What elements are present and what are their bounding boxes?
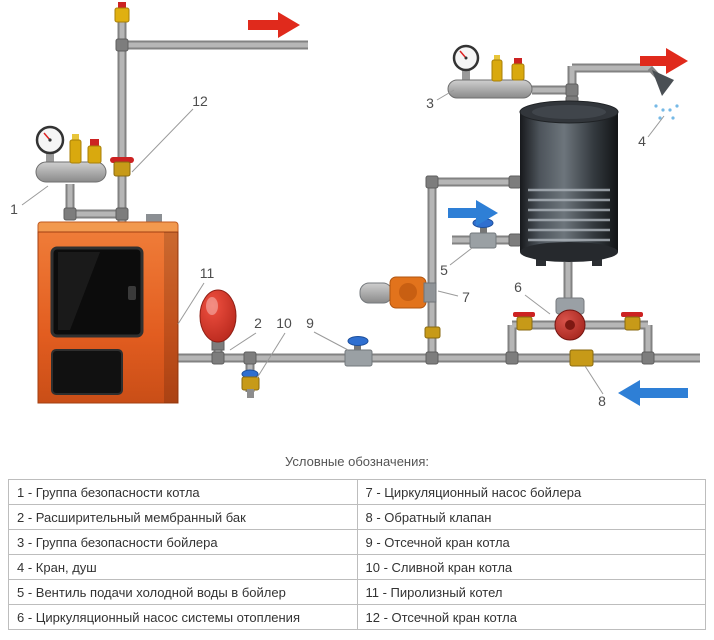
diagram-label-11: 11	[177, 265, 215, 325]
legend-row: 1 - Группа безопасности котла 7 - Циркул…	[8, 479, 706, 505]
svg-text:5: 5	[440, 262, 448, 278]
cold-water-in-arrow	[448, 200, 498, 226]
legend-cell: 11 - Пиролизный котел	[356, 579, 706, 605]
diagram-label-2: 2	[229, 315, 262, 351]
legend-row: 6 - Циркуляционный насос системы отоплен…	[8, 604, 706, 630]
boiler-shutoff-valve-9	[344, 336, 373, 367]
pyrolysis-boiler	[37, 214, 179, 404]
diagram-label-1: 1	[10, 185, 49, 217]
boiler-shutoff-valve-12	[110, 157, 134, 177]
riser-relief-valve-icon	[114, 2, 130, 23]
cold-water-valve-5	[469, 218, 497, 249]
legend-cell: 3 - Группа безопасности бойлера	[8, 529, 358, 555]
relief-valve-icon	[511, 58, 525, 81]
legend-row: 4 - Кран, душ 10 - Сливной кран котла	[8, 554, 706, 580]
heating-coil-icon	[528, 188, 610, 242]
boiler-upper-door	[50, 246, 144, 338]
svg-text:9: 9	[306, 315, 314, 331]
diagram-label-3: 3	[426, 89, 455, 111]
dhw-safety-group	[447, 44, 533, 99]
legend-row: 2 - Расширительный мембранный бак 8 - Об…	[8, 504, 706, 530]
diagram-label-7: 7	[437, 289, 470, 305]
svg-text:6: 6	[514, 279, 522, 295]
legend-cell: 7 - Циркуляционный насос бойлера	[356, 479, 706, 505]
heating-scheme-diagram: 1 2 3 4 5 6 7 8	[10, 2, 700, 409]
diagram-label-5: 5	[440, 247, 473, 278]
expansion-tank	[199, 289, 237, 351]
diagram-label-4: 4	[638, 115, 665, 149]
legend-table: 1 - Группа безопасности котла 7 - Циркул…	[8, 479, 706, 630]
heating-circulation-pump-6	[554, 297, 586, 341]
diagram-label-6: 6	[514, 279, 551, 315]
pump-line-valve-left	[513, 312, 535, 331]
legend-cell: 5 - Вентиль подачи холодной воды в бойле…	[8, 579, 358, 605]
pressure-gauge-icon	[452, 44, 480, 72]
legend-row: 3 - Группа безопасности бойлера 9 - Отсе…	[8, 529, 706, 555]
drain-valve-10	[241, 369, 260, 398]
svg-text:1: 1	[10, 201, 18, 217]
boiler-safety-group	[35, 125, 107, 183]
pressure-gauge-icon	[35, 125, 65, 155]
svg-text:10: 10	[276, 315, 292, 331]
svg-text:2: 2	[254, 315, 262, 331]
relief-valve-icon	[87, 139, 102, 164]
legend-cell: 12 - Отсечной кран котла	[356, 604, 706, 630]
svg-text:7: 7	[462, 289, 470, 305]
boiler-thermostat-icon	[146, 214, 162, 224]
legend-cell: 1 - Группа безопасности котла	[8, 479, 358, 505]
legend-cell: 10 - Сливной кран котла	[356, 554, 706, 580]
svg-text:11: 11	[200, 265, 215, 281]
svg-text:4: 4	[638, 133, 646, 149]
diagram-label-10: 10	[256, 315, 292, 379]
legend-cell: 6 - Циркуляционный насос системы отоплен…	[8, 604, 358, 630]
legend-cell: 9 - Отсечной кран котла	[356, 529, 706, 555]
legend-cell: 2 - Расширительный мембранный бак	[8, 504, 358, 530]
air-vent-icon	[69, 134, 82, 164]
heating-supply-arrow	[248, 12, 300, 38]
legend-cell: 4 - Кран, душ	[8, 554, 358, 580]
svg-text:3: 3	[426, 95, 434, 111]
dhw-out-arrow	[640, 48, 688, 74]
diagram-label-8: 8	[584, 365, 606, 409]
diagram-label-12: 12	[131, 93, 208, 173]
diagram-label-9: 9	[306, 315, 349, 351]
legend-title: Условные обозначения:	[284, 454, 430, 469]
riser-brass-fitting-icon	[424, 326, 441, 339]
dhw-circulation-pump-7	[359, 276, 437, 309]
legend-row: 5 - Вентиль подачи холодной воды в бойле…	[8, 579, 706, 605]
pump-line-valve-right	[621, 312, 643, 331]
check-valve-8	[569, 349, 594, 367]
shower-icon	[647, 65, 679, 120]
door-handle-icon	[128, 286, 136, 300]
boiler-lower-door	[51, 349, 123, 395]
legend-cell: 8 - Обратный клапан	[356, 504, 706, 530]
air-vent-icon	[491, 55, 503, 82]
svg-text:12: 12	[192, 93, 208, 109]
storage-tank	[519, 100, 619, 266]
svg-text:8: 8	[598, 393, 606, 409]
heating-return-arrow	[618, 380, 688, 406]
